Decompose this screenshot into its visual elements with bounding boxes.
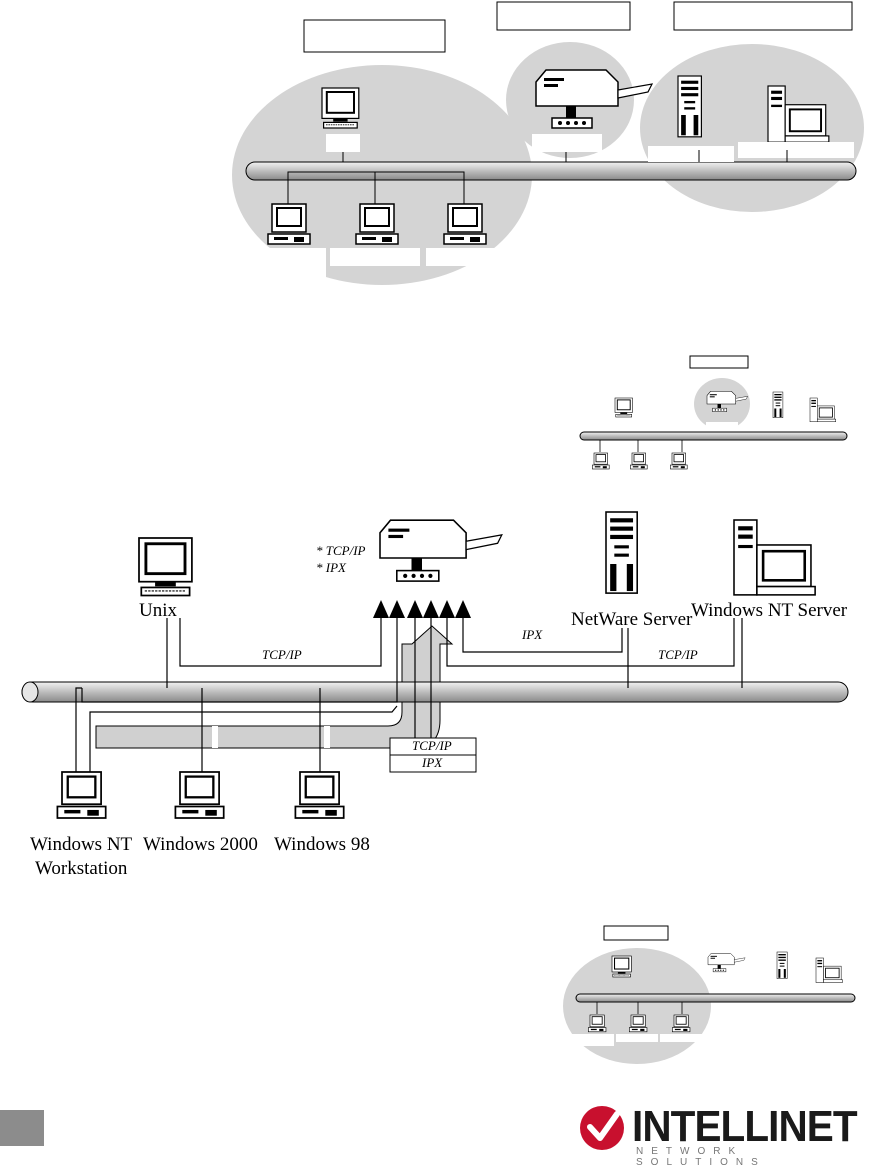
server-group-ellipse	[640, 44, 864, 212]
thumb2-pc-2	[628, 1014, 648, 1033]
unix-monitor-icon	[320, 86, 360, 130]
win98-icon	[294, 770, 345, 820]
main-network-cable	[21, 681, 849, 703]
thumb2-tower-icon	[776, 951, 788, 979]
nt-workstation-icon	[56, 770, 107, 820]
legend-tcpip-label: TCP/IP	[412, 738, 452, 753]
thumbnail-diagram-2	[563, 925, 856, 1064]
brand-tagline: NETWORK SOLUTIONS	[636, 1146, 766, 1168]
top-tower-icon	[677, 75, 702, 138]
thumb2-label-box	[603, 925, 669, 941]
nt-workstation-label-line1: Windows NT	[30, 834, 133, 855]
top-client-label-patch-2	[330, 248, 420, 266]
top-client-label-patch-3	[426, 248, 500, 266]
print-server-icon	[379, 519, 503, 582]
thumb2-network-cable	[575, 993, 856, 1003]
thumb1-unix-icon	[614, 397, 633, 418]
top-overview-diagram	[232, 1, 864, 285]
unix-tcpip-label: TCP/IP	[262, 647, 302, 662]
print-server-arrows	[373, 600, 471, 618]
win98-label: Windows 98	[274, 834, 370, 855]
unix-workstation-icon	[137, 536, 194, 597]
link-lines	[75, 618, 743, 772]
top-label-box-2	[496, 1, 631, 31]
netware-server-label: NetWare Server	[571, 609, 693, 630]
nt-workstation-label-line2: Workstation	[35, 858, 128, 879]
top-server-label-patch-2	[738, 142, 854, 158]
win2000-icon	[174, 770, 225, 820]
nt-server-tcpip-label: TCP/IP	[658, 647, 698, 662]
thumb2-highlight-ellipse	[563, 948, 711, 1064]
thumb2-printer-icon	[707, 953, 746, 973]
netware-server-icon	[605, 511, 638, 594]
top-client-pc-1	[267, 203, 311, 245]
win2000-label: Windows 2000	[143, 834, 258, 855]
thumb2-pc-1	[587, 1014, 607, 1033]
brand-check-icon	[580, 1106, 624, 1150]
top-client-label-patch-1	[242, 248, 326, 284]
thumb1-pc-2	[630, 452, 648, 470]
nt-server-label: Windows NT Server	[691, 600, 848, 621]
top-label-box-3	[673, 1, 853, 31]
top-unix-label-patch	[326, 134, 360, 152]
main-diagram	[21, 511, 849, 820]
top-printer-label-patch	[532, 134, 602, 152]
page-number-box	[0, 1110, 44, 1146]
top-network-cable	[245, 161, 857, 181]
bullet-tcpip-label: * TCP/IP	[316, 543, 366, 558]
thumb1-pc-1	[592, 452, 610, 470]
top-label-box-1	[303, 19, 446, 53]
netware-ipx-label: IPX	[522, 627, 543, 642]
unix-label: Unix	[139, 600, 177, 621]
top-client-pc-2	[355, 203, 399, 245]
thumb1-label-box	[689, 355, 749, 369]
thumb1-ntserver-icon	[809, 397, 837, 423]
brand-name: INTELLINET	[632, 1102, 858, 1151]
brand-logo: INTELLINET NETWORK SOLUTIONS	[578, 1102, 868, 1168]
top-server-label-patch-1	[648, 146, 734, 162]
nt-server-icon	[732, 518, 817, 597]
thumbnail-diagram-1	[579, 355, 848, 470]
thumb2-pc-3	[671, 1014, 691, 1033]
thumb2-unix-icon	[611, 955, 632, 978]
top-client-pc-3	[443, 203, 487, 245]
thumb2-ntserver-icon	[815, 957, 843, 983]
thumb1-tower-icon	[772, 391, 784, 418]
thumb1-network-cable	[579, 431, 848, 441]
bullet-ipx-label: * IPX	[316, 560, 346, 575]
thumb1-pc-3	[669, 452, 688, 470]
legend-ipx-label: IPX	[422, 755, 443, 770]
